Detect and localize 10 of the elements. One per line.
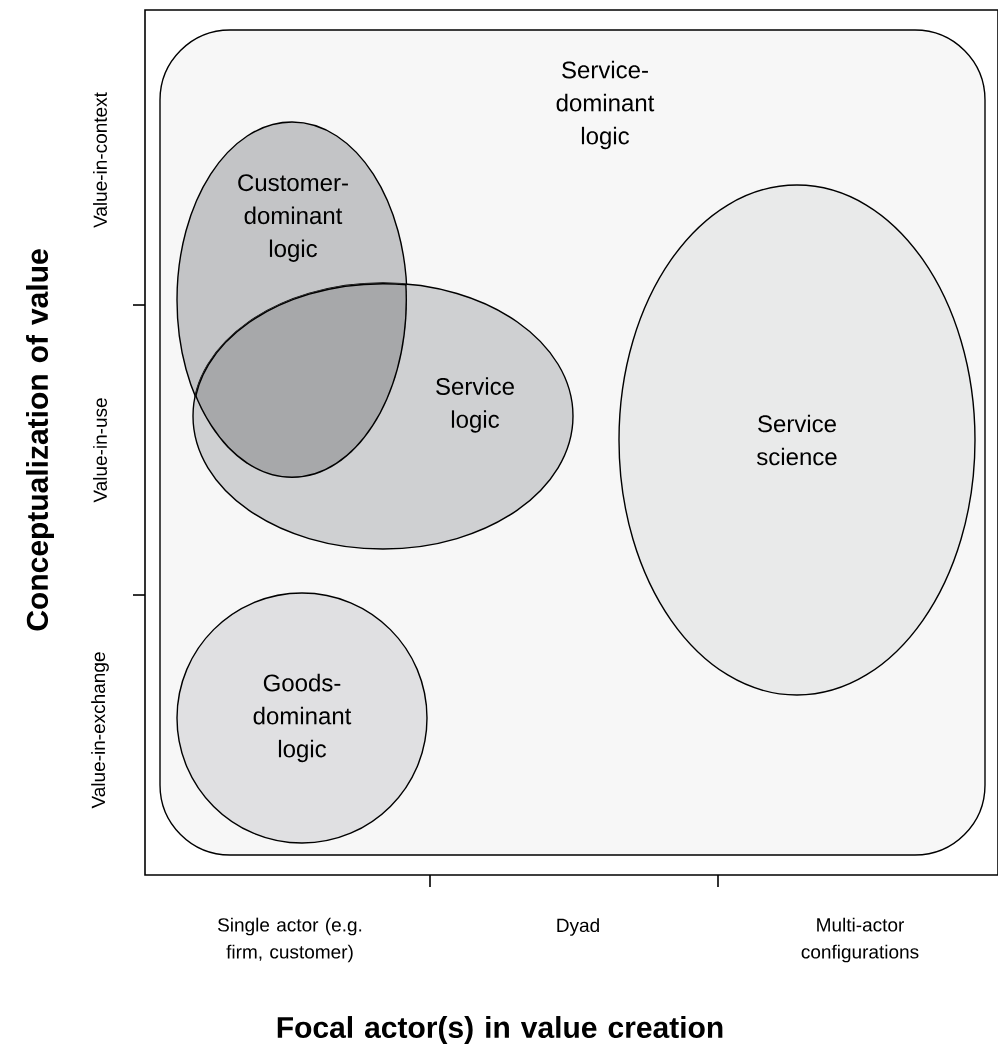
ellipse-region: Service science xyxy=(618,184,976,696)
axis-label: Dyad xyxy=(557,918,599,936)
circle-region: Goods-dominant logic xyxy=(176,592,428,844)
axis-label: Multi-actor configurations xyxy=(801,917,919,963)
axis-title: Focal actor(s) in value creation xyxy=(277,1016,723,1044)
axis-label: Value-in-context xyxy=(93,92,107,228)
axis-label: Value-in-exchange xyxy=(91,652,109,809)
axis-label: Value-in-use xyxy=(93,398,107,503)
axis-label: Single actor (e.g. firm, customer) xyxy=(218,917,362,963)
axis-title: Conceptualization of value xyxy=(26,249,54,631)
